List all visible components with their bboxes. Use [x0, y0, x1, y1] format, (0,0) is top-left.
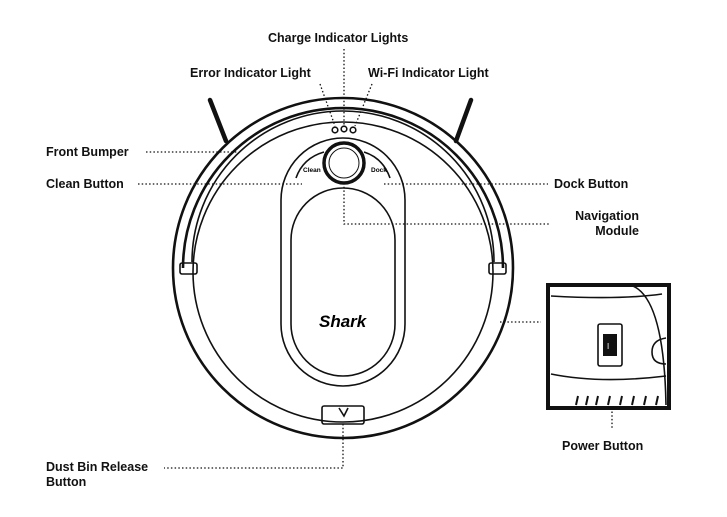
- front-bumper: [181, 106, 505, 269]
- clean-button-label: Clean: [303, 167, 321, 174]
- charge-indicator-light: [340, 125, 348, 133]
- clean-button-shape[interactable]: [295, 151, 325, 179]
- dust-bin-release-leader: [164, 424, 344, 469]
- error-indicator-light-label: Error Indicator Light: [190, 66, 311, 80]
- wifi-indicator-light-label: Wi-Fi Indicator Light: [368, 66, 489, 80]
- navigation-module-leader: [343, 183, 550, 225]
- right-side-brush: [453, 97, 474, 144]
- power-button-callout: I: [546, 283, 671, 410]
- clean-button-callout-label: Clean Button: [46, 177, 124, 191]
- charge-indicator-lights-label: Charge Indicator Lights: [268, 31, 409, 45]
- power-callout-body-edge: [550, 373, 667, 381]
- control-strip-outer: [280, 137, 406, 387]
- left-side-brush: [207, 97, 229, 144]
- navigation-module-lens: [328, 147, 360, 179]
- robot-body-outline: [171, 96, 515, 440]
- indicator-lights: [331, 125, 357, 134]
- dust-bin-release-label-line1: Dust Bin Release: [46, 460, 149, 474]
- power-callout-body-curve: [632, 285, 667, 406]
- dust-bin-release-label-line2: Button: [46, 475, 87, 489]
- error-indicator-light: [331, 126, 339, 134]
- wifi-indicator-leader: [354, 83, 373, 127]
- dock-button-label: Dock: [371, 167, 387, 174]
- navigation-module-label-line1: Navigation: [575, 209, 639, 223]
- front-bumper-label: Front Bumper: [46, 145, 129, 159]
- dock-button-callout-label: Dock Button: [554, 177, 629, 191]
- robot-top-cover: [192, 121, 494, 423]
- power-callout-body-top: [550, 293, 663, 299]
- power-callout-port: [651, 337, 667, 365]
- dust-bin-release-label: Dust Bin Release Button: [46, 460, 148, 490]
- navigation-module: [322, 141, 366, 185]
- power-switch-housing: [597, 323, 623, 367]
- navigation-module-label: Navigation Module: [575, 209, 639, 239]
- power-switch-rocker[interactable]: [603, 334, 617, 356]
- dust-bin-release-latch: [338, 407, 349, 418]
- front-bumper-inner-edge: [191, 110, 495, 263]
- right-bumper-notch: [488, 262, 507, 275]
- shark-logo: Shark: [319, 312, 368, 331]
- power-switch-mark: I: [607, 342, 609, 351]
- dock-button-shape[interactable]: [363, 151, 391, 179]
- navigation-module-label-line2: Module: [595, 224, 639, 238]
- control-strip-inner: [290, 187, 396, 377]
- error-indicator-leader: [319, 83, 336, 127]
- left-bumper-notch: [179, 262, 198, 275]
- power-button-label: Power Button: [562, 439, 644, 453]
- wifi-indicator-light: [349, 126, 357, 134]
- power-callout-wheel-treads: [575, 395, 659, 406]
